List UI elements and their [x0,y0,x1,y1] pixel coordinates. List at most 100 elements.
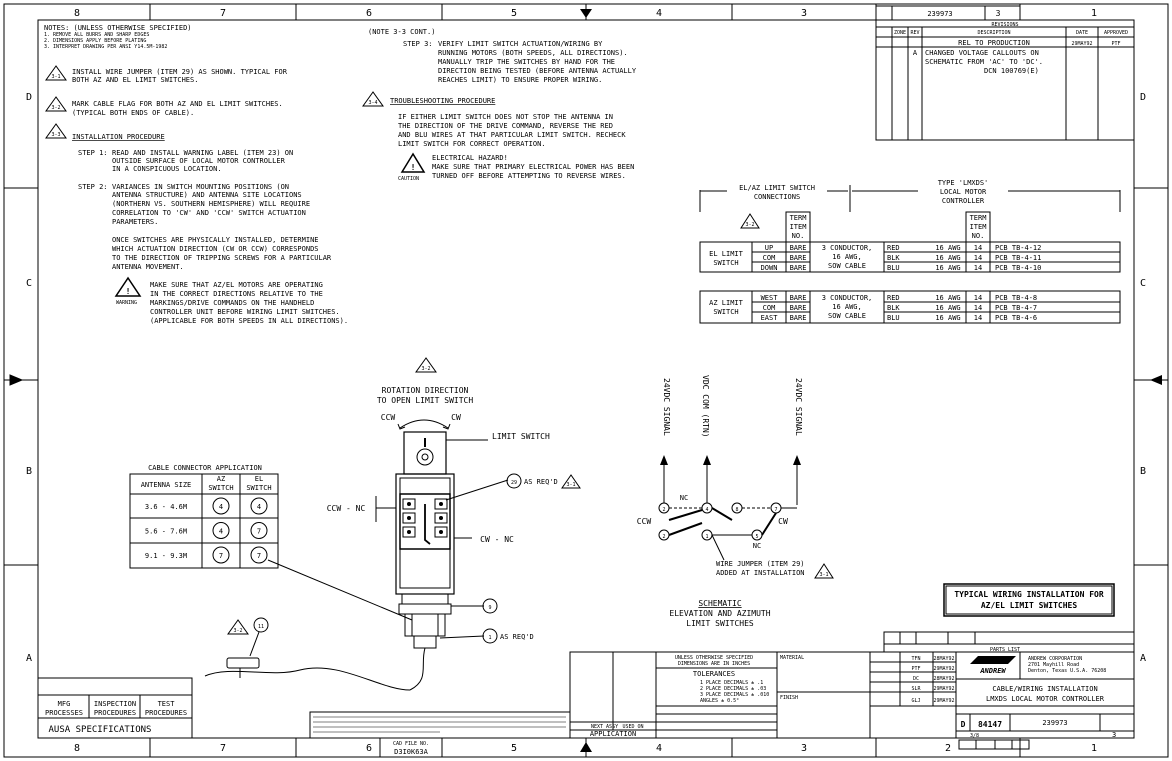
dwg-number-top: 239973 [927,10,952,18]
az-switch-name-2: SWITCH [713,308,738,316]
az-row-item: 14 [974,294,982,302]
svg-text:!: ! [411,163,416,172]
cable-row-size: 9.1 - 9.3M [145,552,187,560]
zone-bottom-3: 3 [801,743,807,754]
el-row-color: BLK [887,254,900,262]
company-logo [970,656,1016,664]
sig1-label: 24VDC SIGNAL [662,378,671,436]
step3-line2: RUNNING MOTORS (BOTH SPEEDS, ALL DIRECTI… [438,49,628,57]
zone-top-6: 6 [366,8,372,19]
node-2: 2 [662,507,665,513]
signoff-name: DC [913,676,919,682]
note-tag-3-3 [45,123,67,139]
el-row-pcb: PCB TB-4-12 [995,244,1041,252]
item29-tag [561,474,581,489]
cad-file-label: CAD FILE NO. [393,741,429,747]
size-value: D [961,720,966,729]
application-label: APPLICATION [590,730,636,738]
rotation-line2: TO OPEN LIMIT SWITCH [377,396,474,405]
rotation-cw: CW [451,413,461,422]
az-row-item: 14 [974,314,982,322]
step2b-line2: WHICH ACTUATION DIRECTION (CW OR CCW) CO… [112,245,319,253]
cable-row-az: 7 [219,552,223,560]
cad-file-number: D3I0K63A [394,748,429,756]
svg-text:TEST: TEST [158,700,176,708]
dwg-number-block: 239973 3 [875,5,1021,21]
finish-label: FINISH [780,695,798,701]
conn-tag-3-2 [740,213,760,229]
logo-text: ANDREW [979,667,1006,675]
el-row-item: 14 [974,264,982,272]
az-row-awg: 16 AWG [935,294,960,302]
el-switch-name-1: EL LIMIT [709,250,744,258]
az-row-term: BARE [790,294,807,302]
cable-header-size: ANTENNA SIZE [141,481,192,489]
tolerances-label: TOLERANCES [693,670,735,678]
rev-header-approved: APPROVED [1104,30,1128,36]
nc-label-2: NC [753,542,761,550]
rev0-date: 29MAY92 [1071,41,1092,47]
az-row-pos: EAST [761,314,779,322]
caution-line3: TURNED OFF BEFORE ATTEMPTING TO REVERSE … [432,172,626,180]
el-row-term: BARE [790,254,807,262]
cad-file-block: CAD FILE NO. D3I0K63A [379,737,443,758]
el-switch-name-2: SWITCH [713,259,738,267]
step2b-line4: ANTENNA MOVEMENT. [112,263,184,271]
rev-header-date: DATE [1076,30,1088,36]
az-row-awg: 16 AWG [935,314,960,322]
el-row-pos: COM [763,254,776,262]
step2-label: STEP 2: [78,183,108,191]
svg-text:INSPECTION: INSPECTION [94,700,136,708]
zone-right-c: C [1140,278,1146,289]
typical-title-box: TYPICAL WIRING INSTALLATION FOR AZ/EL LI… [943,583,1115,617]
connector-az-circle [212,497,230,515]
cable-header-el: EL [255,475,263,483]
right-center-arrow [1150,375,1162,385]
connector-el-circle [250,522,268,539]
conn-tag-label: 3-2 [745,222,754,228]
zone-bottom-4: 4 [656,743,662,754]
caution-line1: ELECTRICAL HAZARD! [432,154,508,162]
step2b-line3: TO THE DIRECTION OF TRIPPING SCREWS FOR … [112,254,332,262]
el-row-awg: 16 AWG [935,244,960,252]
limit-switch-drawing: 3-2 ROTATION DIRECTION TO OPEN LIMIT SWI… [204,357,581,691]
signoff-date: 29MAY92 [933,686,954,692]
sheet-number-top: 3 [996,9,1001,18]
warning-icon [114,276,142,297]
rev0-desc: REL TO PRODUCTION [958,39,1030,47]
caution-line2: MAKE SURE THAT PRIMARY ELECTRICAL POWER … [432,163,634,171]
node-5: 5 [755,534,758,540]
step3-line5: REACHES LIMIT) TO ENSURE PROPER WIRING. [438,76,602,84]
flag-tag-3-2 [227,619,249,635]
tag-3-2-label: 3-2 [51,105,60,111]
zone-top-4: 4 [656,8,662,19]
step1-line3: IN A CONSPICUOUS LOCATION. [112,165,222,173]
zone-top-8: 8 [74,8,80,19]
rev-header-zone: ZONE [894,30,906,36]
sheet-value: 3 [1112,731,1116,739]
node-2b: 2 [662,534,665,540]
note-cont-title: (NOTE 3-3 CONT.) [368,28,435,36]
conn-right-header-1: TYPE 'LMXDS' [938,179,989,187]
scale-value: 3/8 [970,733,979,739]
ccw-nc-label: CCW - NC [327,504,366,513]
zone-top-3: 3 [801,8,807,19]
tag-3-4-label: 3-4 [368,100,377,106]
note-tag-3-4 [362,91,384,107]
parts-list-label: PARTS LIST [990,647,1020,653]
revA-line1: CHANGED VOLTAGE CALLOUTS ON [925,49,1039,57]
zone-top-1: 1 [1091,8,1097,19]
cw-nc-label: CW - NC [480,535,514,544]
cable-header-az: AZ [217,475,225,483]
revA-line2: SCHEMATIC FROM 'AC' TO 'DC'. [925,58,1043,66]
warning-line4: CONTROLLER UNIT BEFORE WIRING LIMIT SWIT… [150,308,340,316]
cable-connector-table: CABLE CONNECTOR APPLICATION ANTENNA SIZE… [129,464,279,569]
conn-right-header-2: LOCAL MOTOR [940,188,987,196]
caution-label: CAUTION [398,176,419,182]
term-header-1a: TERM [790,214,807,222]
el-row-pcb: PCB TB-4-11 [995,254,1041,262]
cable-row-size: 5.6 - 7.6M [145,528,187,536]
company-3: Denton, Texas U.S.A. 76208 [1028,668,1106,674]
conn-right-header-3: CONTROLLER [942,197,985,205]
el-row-term: BARE [790,244,807,252]
